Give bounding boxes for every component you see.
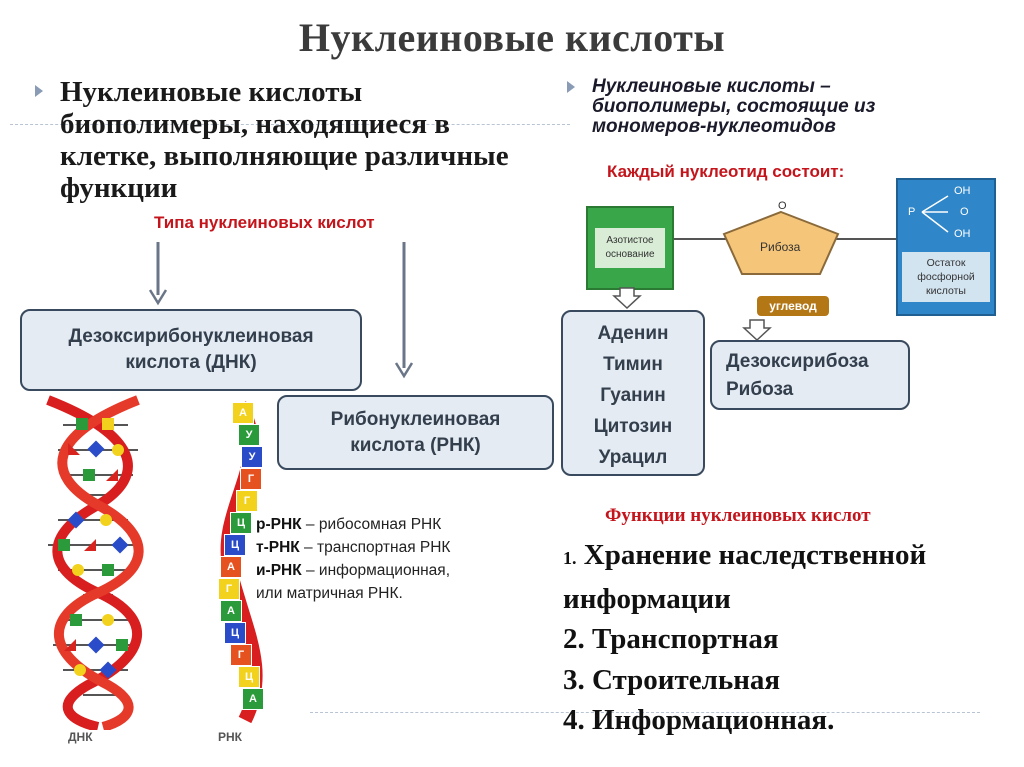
dna-box-label: Дезоксирибонуклеиновая кислота (ДНК) xyxy=(68,326,314,373)
rna-type-item: р-РНК – рибосомная РНК xyxy=(256,516,442,533)
dna-helix-icon xyxy=(28,395,168,735)
base-item: Урацил xyxy=(598,447,668,468)
phosphate-block: OH P O OH Остаток фосфорной кислоты xyxy=(896,178,996,316)
dna-caption: ДНК xyxy=(68,730,93,744)
base-block-label: Азотистое основание xyxy=(595,228,665,268)
phosphate-oh1: OH xyxy=(954,185,971,197)
rna-caption: РНК xyxy=(218,730,242,744)
down-arrow-icon xyxy=(742,318,772,347)
sugar-block xyxy=(720,202,842,285)
bases-box: Аденин Тимин Гуанин Цитозин Урацил xyxy=(561,310,705,476)
rna-type-item: и-РНК – информационная, xyxy=(256,562,451,579)
rna-letter-tile: Г xyxy=(240,468,262,490)
rna-letter-tile: Г xyxy=(236,490,258,512)
sugar-o-label: О xyxy=(778,200,787,212)
rna-letter-tile: У xyxy=(241,446,263,468)
rna-letter-tile: Ц xyxy=(224,622,246,644)
sugar-block-label: Рибоза xyxy=(760,240,801,254)
function-item: информации xyxy=(563,582,731,615)
base-item: Гуанин xyxy=(600,385,666,406)
rna-letter-tile: Ц xyxy=(238,666,260,688)
rna-letter-tile: А xyxy=(232,402,254,424)
function-item: 2. Транспортная xyxy=(563,623,779,655)
function-item: 4. Информационная. xyxy=(563,704,835,736)
down-arrow-icon xyxy=(146,240,170,311)
bullet-arrow-icon xyxy=(34,84,44,103)
down-arrow-icon xyxy=(392,240,416,385)
sugar-tag: углевод xyxy=(757,296,829,316)
rna-letter-tile: Г xyxy=(230,644,252,666)
slide-title: Нуклеиновые кислоты xyxy=(298,15,726,60)
phosphate-o: O xyxy=(960,206,969,218)
down-arrow-icon xyxy=(612,286,642,315)
base-item: Тимин xyxy=(603,354,663,375)
phosphate-p: P xyxy=(908,206,916,218)
base-item: Аденин xyxy=(597,323,669,344)
sugar-item: Рибоза xyxy=(726,379,794,400)
rna-type-item: т-РНК – транспортная РНК xyxy=(256,539,451,556)
title-divider xyxy=(10,124,570,125)
sugar-tag-label: углевод xyxy=(769,299,817,313)
function-item: 1. Хранение наследственной xyxy=(563,539,927,571)
functions-list: 1. Хранение наследственной информации 2.… xyxy=(563,535,926,741)
dna-box: Дезоксирибонуклеиновая кислота (ДНК) xyxy=(20,309,362,391)
phosphate-oh2: OH xyxy=(954,228,971,240)
functions-title: Функции нуклеиновых кислот xyxy=(605,505,871,526)
nucleotide-diagram: Азотистое основание О Рибоза OH P O OH О… xyxy=(580,178,1000,318)
rna-box: Рибонуклеиновая кислота (РНК) xyxy=(277,395,554,470)
sugars-box: Дезоксирибоза Рибоза xyxy=(710,340,910,410)
rna-letter-tile: А xyxy=(220,600,242,622)
rna-box-label: Рибонуклеиновая кислота (РНК) xyxy=(330,408,501,456)
rna-letter-tile: Ц xyxy=(230,512,252,534)
sugar-item: Дезоксирибоза xyxy=(726,351,869,372)
nucleotide-label: Каждый нуклеотид состоит: xyxy=(607,162,845,181)
rna-letter-tile: Ц xyxy=(224,534,246,556)
left-intro-text: Нуклеиновые кислоты биополимеры, находящ… xyxy=(60,76,509,204)
right-intro-text: Нуклеиновые кислоты – биополимеры, состо… xyxy=(592,76,876,137)
types-label: Типа нуклеиновых кислот xyxy=(154,213,375,232)
function-item: 3. Строительная xyxy=(563,663,781,696)
base-block: Азотистое основание xyxy=(586,206,674,290)
rna-letter-tile: Г xyxy=(218,578,240,600)
bullet-arrow-icon xyxy=(566,80,576,99)
footer-divider xyxy=(310,712,980,713)
base-item: Цитозин xyxy=(593,416,673,437)
rna-types-list: р-РНК – рибосомная РНК т-РНК – транспорт… xyxy=(256,513,450,605)
rna-letter-tile: А xyxy=(220,556,242,578)
rna-type-tail: или матричная РНК. xyxy=(256,585,403,602)
phosphate-caption: Остаток фосфорной кислоты xyxy=(902,252,990,302)
rna-letter-tile: А xyxy=(242,688,264,710)
rna-letter-tile: У xyxy=(238,424,260,446)
